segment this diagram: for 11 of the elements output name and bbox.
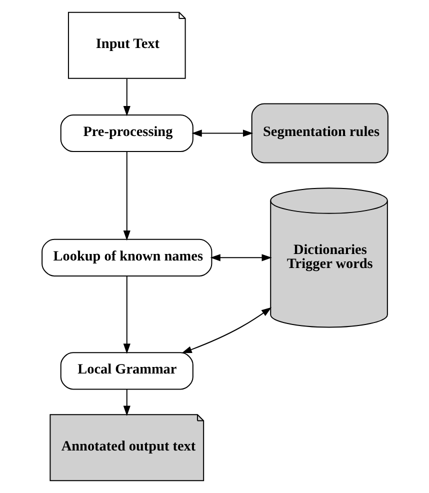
node-box: Local Grammar bbox=[60, 352, 193, 390]
arrow bbox=[191, 130, 253, 137]
arrow bbox=[210, 254, 272, 262]
node-box: Lookup of known names bbox=[41, 238, 212, 276]
node-box: Segmentation rules bbox=[250, 103, 388, 164]
arrow bbox=[122, 152, 130, 241]
node-box: Pre-processing bbox=[60, 114, 193, 152]
arrow bbox=[122, 276, 130, 354]
arrow bbox=[181, 307, 272, 354]
arrow bbox=[122, 78, 130, 116]
arrow bbox=[122, 389, 130, 416]
